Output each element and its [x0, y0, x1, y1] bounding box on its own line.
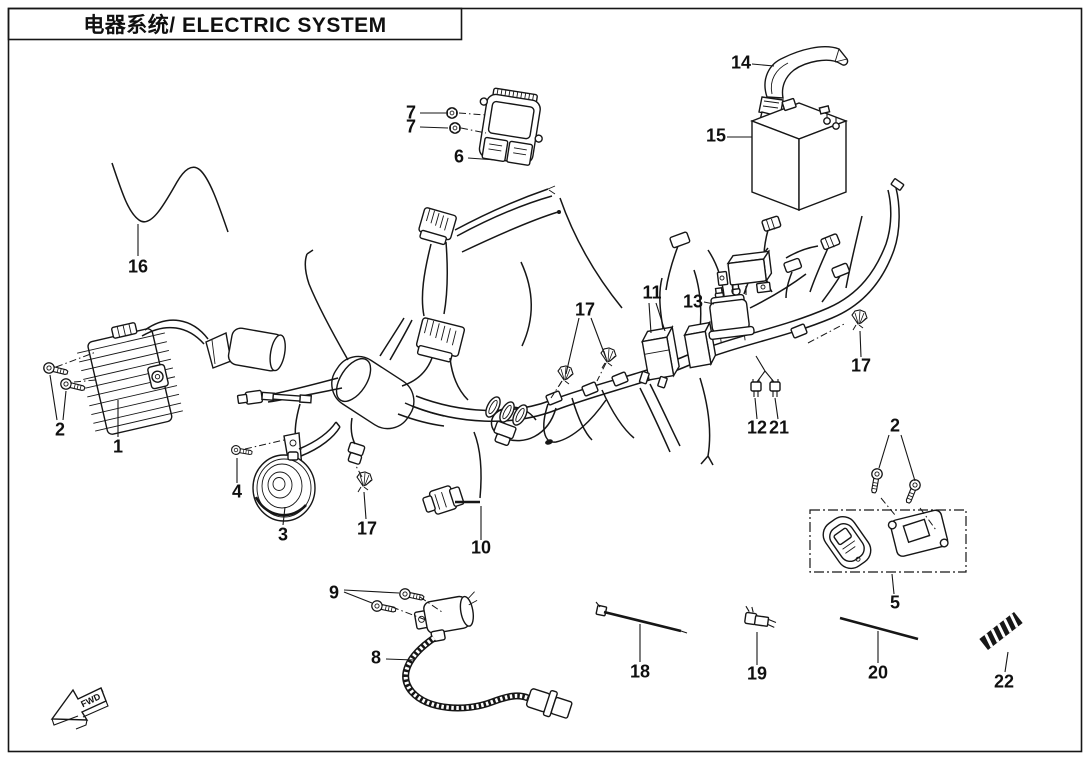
title-box-border — [7, 7, 463, 41]
connector-21-drawing — [769, 379, 781, 397]
wiring-harness-drawing — [236, 178, 905, 499]
regulator-cable-drawing — [141, 319, 286, 372]
clamp-17 — [356, 471, 373, 493]
bolt-2 — [867, 467, 884, 495]
strip-22-drawing — [979, 611, 1023, 651]
leader-lines — [49, 63, 1009, 673]
rod-20-drawing — [839, 616, 919, 641]
branch-wire — [350, 417, 356, 445]
starter-relay-drawing — [708, 282, 755, 344]
page-title: 电器系统/ ELECTRIC SYSTEM — [83, 14, 387, 37]
bolt-2 — [42, 361, 70, 379]
ecu-drawing — [478, 87, 543, 166]
relay-tab — [638, 370, 650, 385]
bolt-4 — [230, 444, 254, 458]
clamp-17 — [851, 309, 868, 331]
connector-12-drawing — [750, 379, 762, 397]
harness-branch-connector — [347, 441, 366, 465]
bolt-2 — [902, 477, 923, 506]
wire-clamp-drawing — [744, 605, 777, 628]
key-fob-kit-drawing — [809, 509, 967, 573]
fuse-box-drawing — [726, 249, 773, 286]
relay-drawing — [683, 320, 717, 369]
fwd-arrow: FWD — [50, 687, 109, 730]
ignition-coil-drawing — [402, 591, 573, 719]
fuse-box-feet — [716, 270, 772, 295]
nut-7 — [449, 122, 461, 134]
bolt-9 — [398, 587, 426, 604]
battery-drawing — [750, 97, 848, 212]
wire-16-drawing — [111, 162, 229, 233]
cable-tie-drawing — [595, 601, 688, 634]
horn-drawing — [252, 421, 341, 522]
relay-tab — [657, 375, 668, 389]
connector-10-drawing — [422, 485, 480, 515]
nut-7 — [446, 107, 458, 119]
voltage-regulator-drawing — [77, 322, 183, 435]
page-border — [7, 7, 1083, 753]
bolt-2 — [59, 377, 87, 395]
